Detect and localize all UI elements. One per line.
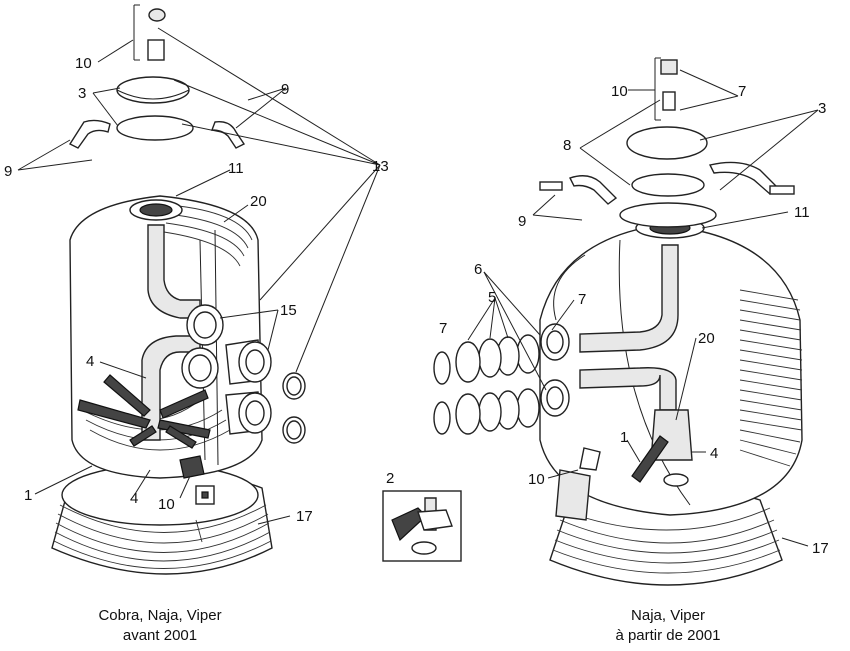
right-callout-1: 1 — [620, 429, 628, 446]
left-callout-1: 1 — [24, 487, 32, 504]
right-callout-4: 4 — [710, 445, 718, 462]
left-callout-11: 11 — [228, 160, 244, 177]
left-callout-20: 20 — [250, 193, 267, 210]
left-lid-parts — [68, 4, 246, 149]
left-drain — [179, 455, 215, 505]
left-callout-10-top: 10 — [75, 55, 92, 72]
right-callout-20: 20 — [698, 330, 715, 347]
right-tank — [539, 224, 803, 516]
right-callout-10-bottom: 10 — [528, 471, 545, 488]
callout-13: 13 — [372, 158, 389, 175]
left-callout-3: 3 — [78, 85, 86, 102]
left-callout-9-right: 9 — [281, 81, 289, 98]
left-callout-4-upper: 4 — [86, 353, 94, 370]
inset-valve: 2 — [382, 470, 462, 562]
right-caption-models: Naja, Viper — [631, 607, 705, 624]
right-callout-5: 5 — [488, 289, 496, 306]
right-callout-9: 9 — [518, 213, 526, 230]
left-callout-10-bottom: 10 — [158, 496, 175, 513]
right-callout-7-mid: 7 — [578, 291, 586, 308]
right-callout-7-top: 7 — [738, 83, 746, 100]
left-base — [51, 464, 273, 575]
left-caption-date: avant 2001 — [123, 627, 197, 644]
left-callout-9-left: 9 — [4, 163, 12, 180]
right-caption-date: à partir de 2001 — [615, 627, 720, 644]
right-callout-17: 17 — [812, 540, 829, 557]
left-caption-models: Cobra, Naja, Viper — [98, 607, 221, 624]
left-leader-lines — [17, 27, 381, 525]
right-callout-11: 11 — [794, 204, 810, 221]
left-callout-17: 17 — [296, 508, 313, 525]
left-laterals — [77, 374, 211, 449]
left-assembly: 10 3 9 9 13 11 20 15 4 1 4 10 17 Cobra, … — [4, 4, 389, 644]
left-ports — [181, 304, 306, 444]
left-callout-4-lower: 4 — [130, 490, 138, 507]
right-callout-10-top: 10 — [611, 83, 628, 100]
right-callout-7-left: 7 — [439, 320, 447, 337]
right-lid-parts — [539, 57, 795, 228]
left-internal-pipes — [129, 199, 201, 441]
right-lateral-drain — [555, 435, 689, 521]
right-assembly: 10 7 8 3 9 11 6 5 7 7 20 1 4 10 17 Naja,… — [433, 57, 829, 644]
right-callout-6: 6 — [474, 261, 482, 278]
right-leader-lines — [467, 69, 819, 547]
left-callout-15: 15 — [280, 302, 297, 319]
right-callout-8: 8 — [563, 137, 571, 154]
inset-callout-2: 2 — [386, 470, 394, 487]
right-ports — [433, 323, 570, 435]
right-callout-3: 3 — [818, 100, 826, 117]
